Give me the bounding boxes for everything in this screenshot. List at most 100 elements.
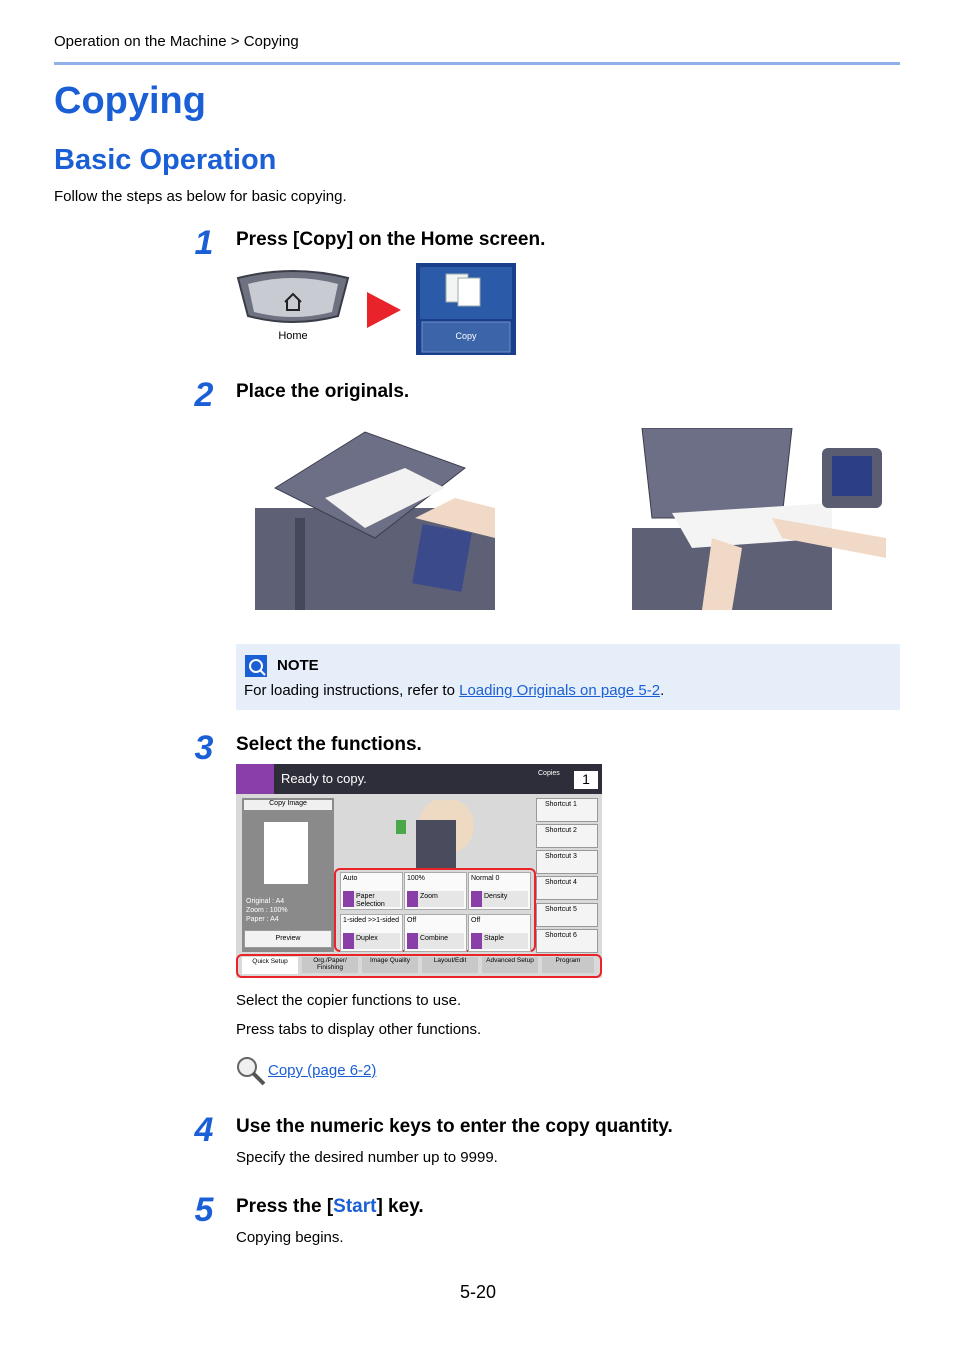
step-title: Select the functions. <box>236 734 422 755</box>
function-label-bar: Combine <box>407 933 464 949</box>
function-label-bar: Zoom <box>407 891 464 907</box>
function-label: Zoom <box>420 893 438 900</box>
density-button[interactable]: Normal 0 Density <box>468 872 531 910</box>
step4-text: Specify the desired number up to 9999. <box>236 1149 498 1166</box>
shortcut-button[interactable]: Shortcut 1 <box>536 798 598 822</box>
step-title: Press the [Start] key. <box>236 1196 424 1218</box>
page-number: 5-20 <box>460 1282 497 1302</box>
function-value: Auto <box>343 875 358 882</box>
tab-advanced-setup[interactable]: Advanced Setup <box>482 957 538 973</box>
function-label-bar: Staple <box>471 933 528 949</box>
step3-text: Press tabs to display other functions. <box>236 1021 482 1038</box>
tab-layout-edit[interactable]: Layout/Edit <box>422 957 478 973</box>
step-number: 3 <box>194 729 214 767</box>
intro-text: Follow the steps as below for basic copy… <box>54 188 347 205</box>
copy-screen: Ready to copy. Copies 1 Copy Image Origi… <box>236 764 602 978</box>
function-label: Duplex <box>356 935 378 942</box>
info-value: A4 <box>275 898 285 905</box>
function-label: Paper Selection <box>356 893 385 908</box>
note-title: NOTE <box>277 657 319 674</box>
tabs-highlight <box>236 954 602 978</box>
note-text-end: . <box>660 682 665 699</box>
header-rule <box>54 62 900 65</box>
info-key: Original <box>246 898 271 905</box>
loading-originals-link[interactable]: Loading Originals on page 5-2 <box>459 682 661 699</box>
step-title: Press [Copy] on the Home screen. <box>236 229 546 250</box>
step-title: Place the originals. <box>236 381 410 402</box>
breadcrumb: Operation on the Machine > Copying <box>54 33 299 50</box>
start-key-label: Start <box>333 1196 377 1217</box>
info-key: Paper <box>246 916 265 923</box>
step-number: 4 <box>194 1111 214 1149</box>
shortcut-button[interactable]: Shortcut 3 <box>536 850 598 874</box>
home-label: Home <box>278 330 308 342</box>
shortcut-label: Shortcut 2 <box>545 827 577 834</box>
shortcut-label: Shortcut 4 <box>545 879 577 886</box>
home-icon <box>284 292 302 311</box>
tab-program[interactable]: Program <box>542 957 594 973</box>
status-bar: Ready to copy. Copies 1 <box>236 764 602 794</box>
function-label-bar: Paper Selection <box>343 891 400 908</box>
home-copy-illustration <box>236 263 516 355</box>
combine-button[interactable]: Off Combine <box>404 914 467 952</box>
page-preview <box>264 822 308 884</box>
info-value: A4 <box>270 916 279 923</box>
tab-quick-setup[interactable]: Quick Setup <box>242 957 298 974</box>
step-title-lead: Press the [ <box>236 1196 334 1217</box>
copy-mode-icon <box>236 764 274 794</box>
tab-org-paper-finishing[interactable]: Org./Paper/ Finishing <box>302 957 358 973</box>
function-value: Off <box>471 917 481 924</box>
preview-button[interactable]: Preview <box>244 930 332 948</box>
shortcut-label: Shortcut 5 <box>545 906 577 913</box>
expand-icon <box>343 933 354 949</box>
shortcut-label: Shortcut 3 <box>545 853 577 860</box>
function-label: Combine <box>420 935 449 942</box>
expand-icon <box>343 891 354 907</box>
document-feeder-illustration <box>255 431 495 610</box>
function-value: Normal 0 <box>471 875 500 882</box>
status-text: Ready to copy. <box>281 771 367 786</box>
step-number: 2 <box>194 376 214 414</box>
arrow-icon <box>367 292 401 328</box>
copies-value[interactable]: 1 <box>574 771 598 789</box>
section-title: Basic Operation <box>54 144 277 176</box>
machine-icon <box>396 800 474 870</box>
function-label: Density <box>484 893 508 900</box>
tab-image-quality[interactable]: Image Quality <box>362 957 418 973</box>
function-value: Off <box>407 917 417 924</box>
expand-icon <box>407 891 418 907</box>
shortcut-label: Shortcut 1 <box>545 801 577 808</box>
step-title: Use the numeric keys to enter the copy q… <box>236 1116 673 1137</box>
note-text: For loading instructions, refer to Loadi… <box>244 682 664 699</box>
note-box: NOTE For loading instructions, refer to … <box>236 644 900 710</box>
zoom-button[interactable]: 100% Zoom <box>404 872 467 910</box>
copy-reference-link[interactable]: Copy (page 6-2) <box>268 1062 377 1079</box>
function-label: Staple <box>484 935 504 942</box>
shortcut-button[interactable]: Shortcut 5 <box>536 903 598 927</box>
copies-label: Copies <box>538 770 560 777</box>
platen-illustration <box>632 428 886 610</box>
expand-icon <box>407 933 418 949</box>
shortcut-button[interactable]: Shortcut 6 <box>536 929 598 953</box>
step-number: 1 <box>194 224 214 262</box>
shortcut-label: Shortcut 6 <box>545 932 577 939</box>
info-key: Zoom <box>246 907 264 914</box>
duplex-button[interactable]: 1-sided >>1-sided Duplex <box>340 914 403 952</box>
note-text-lead: For loading instructions, refer to <box>244 682 460 699</box>
shortcut-button[interactable]: Shortcut 2 <box>536 824 598 848</box>
info-paper: Paper : A4 <box>246 916 279 923</box>
function-label-bar: Duplex <box>343 933 400 949</box>
info-original: Original : A4 <box>246 898 285 905</box>
staple-button[interactable]: Off Staple <box>468 914 531 952</box>
expand-icon <box>471 933 482 949</box>
note-icon <box>245 655 267 677</box>
copy-label: Copy <box>455 331 477 341</box>
paper-selection-button[interactable]: Auto Paper Selection <box>340 872 403 910</box>
magnifier-icon <box>237 1057 266 1086</box>
step-title-end: ] key. <box>376 1196 424 1217</box>
info-zoom: Zoom : 100% <box>246 907 288 914</box>
info-value: 100% <box>269 907 288 914</box>
function-value: 1-sided >>1-sided <box>343 917 400 924</box>
shortcut-button[interactable]: Shortcut 4 <box>536 876 598 900</box>
expand-icon <box>471 891 482 907</box>
